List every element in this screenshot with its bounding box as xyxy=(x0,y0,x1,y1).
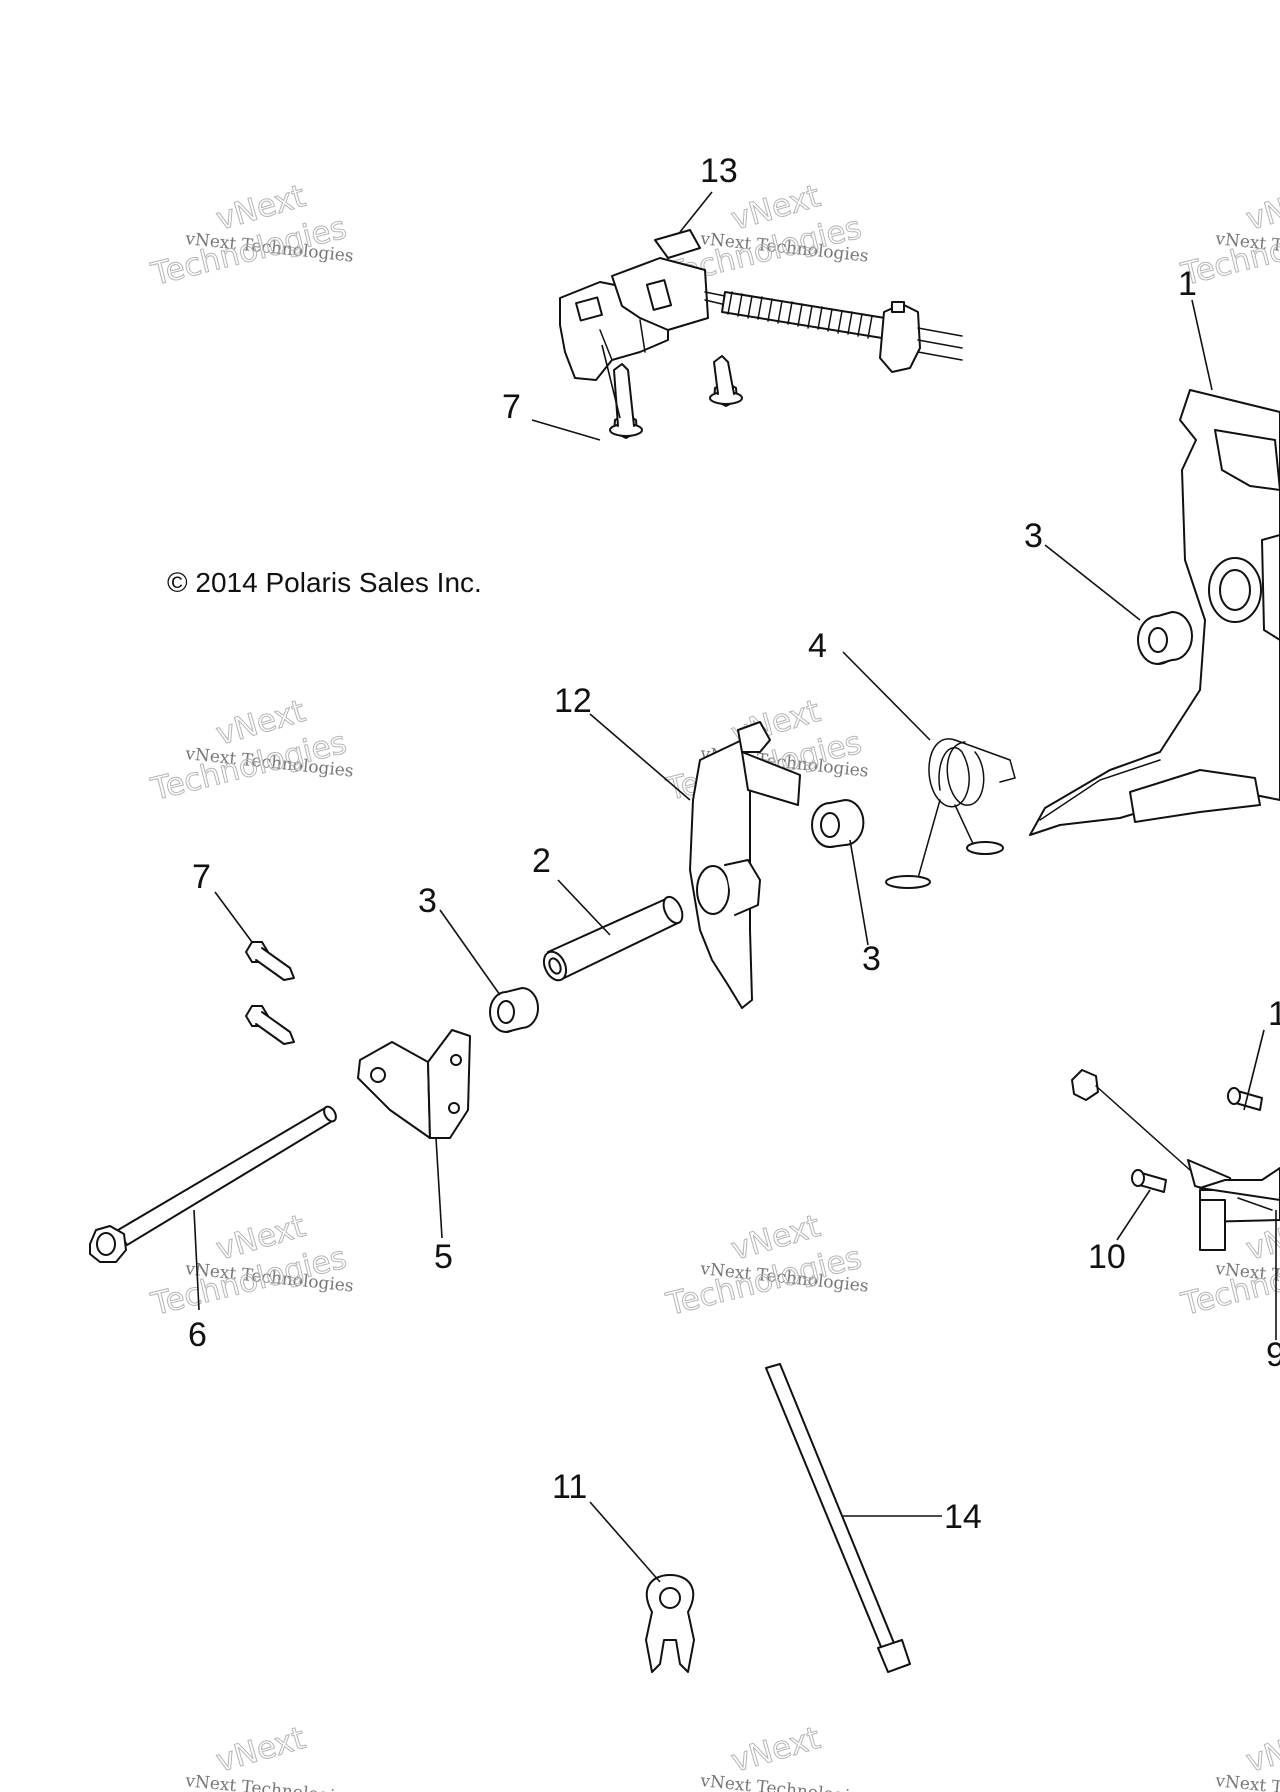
callout-4: 4 xyxy=(808,627,827,665)
callout-labels: 13 7 1 3 4 12 2 3 3 7 5 6 10 1 9 11 14 xyxy=(188,152,1280,1536)
callout-11: 11 xyxy=(552,1468,587,1506)
callout-13: 13 xyxy=(700,152,738,190)
part-14-cable-tie xyxy=(765,1363,911,1673)
part-4-spring xyxy=(885,738,1016,889)
watermark: vNext vNext Technologies xyxy=(698,1720,869,1792)
watermark: vNext vNext Technologies Technologies xyxy=(147,693,355,809)
callout-12: 12 xyxy=(554,682,592,720)
watermark-group: vNext vNext Technologies Technologies vN… xyxy=(147,178,1280,1792)
svg-text:vNext: vNext xyxy=(212,1720,309,1780)
part-6-long-bolt xyxy=(89,1105,337,1263)
watermark: vNext vNext Technologies xyxy=(183,1720,354,1792)
callout-10: 10 xyxy=(1088,1238,1126,1276)
watermark: vNext vNext Technologies Technologies xyxy=(147,178,355,294)
part-11-clip xyxy=(645,1574,695,1673)
part-5-bracket xyxy=(357,1029,471,1139)
part-10-pin xyxy=(1131,1169,1167,1193)
watermark: vNext vNext Technologies Technologies xyxy=(147,1208,355,1324)
svg-text:vNext Technologies: vNext Technologies xyxy=(1213,1771,1280,1792)
callout-2: 2 xyxy=(532,842,551,880)
part-12-lever xyxy=(689,721,801,1009)
watermark: vNext vNext Technologies Technologies xyxy=(1177,1208,1280,1324)
copyright-text: © 2014 Polaris Sales Inc. xyxy=(167,567,482,598)
svg-text:vNext: vNext xyxy=(727,1720,824,1780)
part-7-bolt xyxy=(609,363,643,439)
callout-10: 1 xyxy=(1268,995,1280,1033)
callout-7: 7 xyxy=(502,388,521,426)
part-7-bolt xyxy=(709,355,743,407)
watermark: vNext vNext Technologies Technologies xyxy=(662,1208,870,1324)
callout-1: 1 xyxy=(1178,265,1197,303)
watermark: vNext vNext Technologies xyxy=(1213,1720,1280,1792)
svg-text:vNext: vNext xyxy=(1242,1720,1280,1780)
callout-7: 7 xyxy=(192,858,211,896)
callout-9: 9 xyxy=(1266,1336,1280,1374)
callout-14: 14 xyxy=(944,1498,982,1536)
part-7-bolt xyxy=(245,1005,295,1045)
part-2-pivot-tube xyxy=(542,895,684,982)
svg-text:vNext Technologies: vNext Technologies xyxy=(183,1771,354,1792)
callout-5: 5 xyxy=(434,1238,453,1276)
part-1-brake-pedal xyxy=(1029,389,1280,836)
callout-3: 3 xyxy=(418,882,437,920)
svg-text:vNext Technologies: vNext Technologies xyxy=(698,1771,869,1792)
part-3-bushing xyxy=(811,799,865,848)
part-13-switch-assembly xyxy=(559,229,963,381)
part-7-bolt xyxy=(245,941,295,981)
part-3-bushing xyxy=(1137,611,1193,665)
part-9-cable-assembly xyxy=(1071,1069,1280,1251)
callout-6: 6 xyxy=(188,1316,207,1354)
part-3-bushing xyxy=(489,987,539,1033)
leader-lines xyxy=(193,191,1277,1583)
callout-3: 3 xyxy=(1024,517,1043,555)
svg-text:vNext: vNext xyxy=(1242,178,1280,238)
callout-3: 3 xyxy=(862,940,881,978)
